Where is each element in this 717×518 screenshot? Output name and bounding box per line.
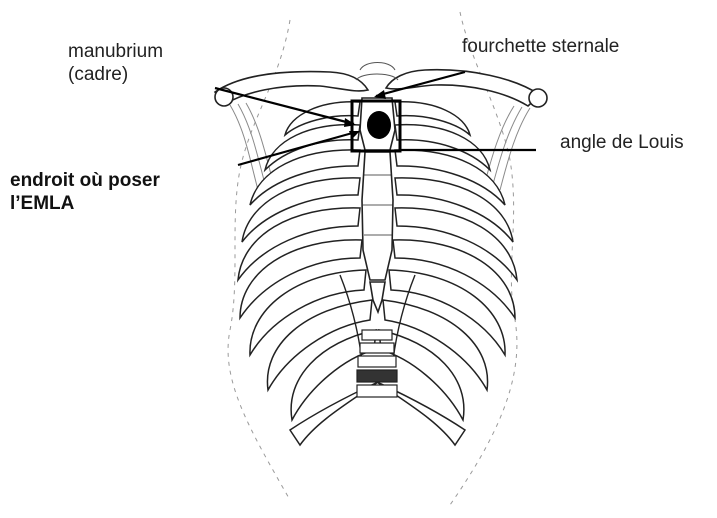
manubrium-label: manubrium (cadre)	[68, 41, 163, 87]
neck-structures	[356, 63, 398, 81]
ribs-right	[377, 102, 517, 445]
emla-location-label: endroit où poser l’EMLA	[10, 170, 160, 216]
angle-de-louis-label: angle de Louis	[560, 132, 684, 155]
fourchette-sternale-label: fourchette sternale	[462, 36, 619, 59]
emla-label-line2: l’EMLA	[10, 193, 160, 216]
emla-marker	[367, 111, 391, 139]
spine	[357, 330, 397, 397]
manubrium-label-line2: (cadre)	[68, 64, 163, 87]
emla-label-line1: endroit où poser	[10, 170, 160, 193]
manubrium-label-line1: manubrium	[68, 41, 163, 64]
